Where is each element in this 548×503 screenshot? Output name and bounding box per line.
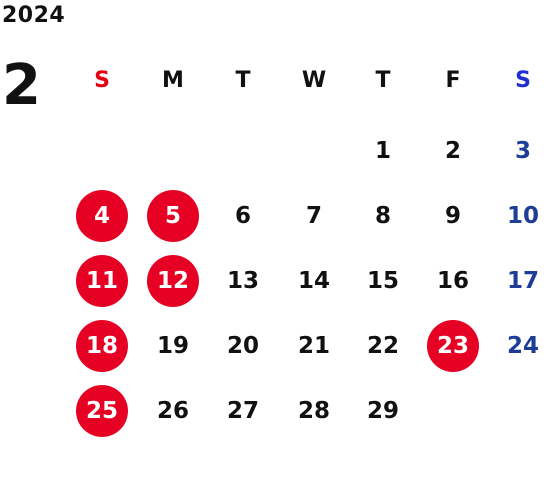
calendar-day-11[interactable]: 11 bbox=[76, 255, 128, 307]
weekday-header-sun: S bbox=[94, 68, 110, 93]
calendar-day-2[interactable]: 2 bbox=[444, 138, 461, 164]
calendar-day-17[interactable]: 17 bbox=[506, 268, 539, 294]
calendar-day-29[interactable]: 29 bbox=[366, 398, 399, 424]
calendar-day-10[interactable]: 10 bbox=[506, 203, 539, 229]
weekday-header-fri: F bbox=[445, 68, 461, 93]
calendar-day-25[interactable]: 25 bbox=[76, 385, 128, 437]
calendar-day-22[interactable]: 22 bbox=[366, 333, 399, 359]
weekday-header-tue: T bbox=[235, 68, 251, 93]
calendar-day-8[interactable]: 8 bbox=[374, 203, 391, 229]
calendar-day-1[interactable]: 1 bbox=[374, 138, 391, 164]
calendar-day-5[interactable]: 5 bbox=[147, 190, 199, 242]
calendar-day-13[interactable]: 13 bbox=[226, 268, 259, 294]
calendar-day-18[interactable]: 18 bbox=[76, 320, 128, 372]
calendar-day-7[interactable]: 7 bbox=[305, 203, 322, 229]
calendar-day-23[interactable]: 23 bbox=[427, 320, 479, 372]
calendar-day-9[interactable]: 9 bbox=[444, 203, 461, 229]
calendar-day-19[interactable]: 19 bbox=[156, 333, 189, 359]
weekday-header-wed: W bbox=[301, 68, 327, 93]
calendar-day-27[interactable]: 27 bbox=[226, 398, 259, 424]
calendar-day-4[interactable]: 4 bbox=[76, 190, 128, 242]
weekday-header-sat: S bbox=[515, 68, 531, 93]
weekday-header-mon: M bbox=[162, 68, 184, 93]
calendar-day-26[interactable]: 26 bbox=[156, 398, 189, 424]
calendar-day-28[interactable]: 28 bbox=[297, 398, 330, 424]
month-number: 2 bbox=[2, 53, 41, 118]
calendar-day-24[interactable]: 24 bbox=[506, 333, 539, 359]
calendar-day-14[interactable]: 14 bbox=[297, 268, 330, 294]
weekday-header-thu: T bbox=[375, 68, 391, 93]
calendar-day-15[interactable]: 15 bbox=[366, 268, 399, 294]
calendar-day-20[interactable]: 20 bbox=[226, 333, 259, 359]
calendar-day-16[interactable]: 16 bbox=[436, 268, 469, 294]
calendar-day-3[interactable]: 3 bbox=[514, 138, 531, 164]
calendar-day-6[interactable]: 6 bbox=[234, 203, 251, 229]
calendar-day-12[interactable]: 12 bbox=[147, 255, 199, 307]
calendar-day-21[interactable]: 21 bbox=[297, 333, 330, 359]
year-label: 2024 bbox=[2, 3, 66, 28]
